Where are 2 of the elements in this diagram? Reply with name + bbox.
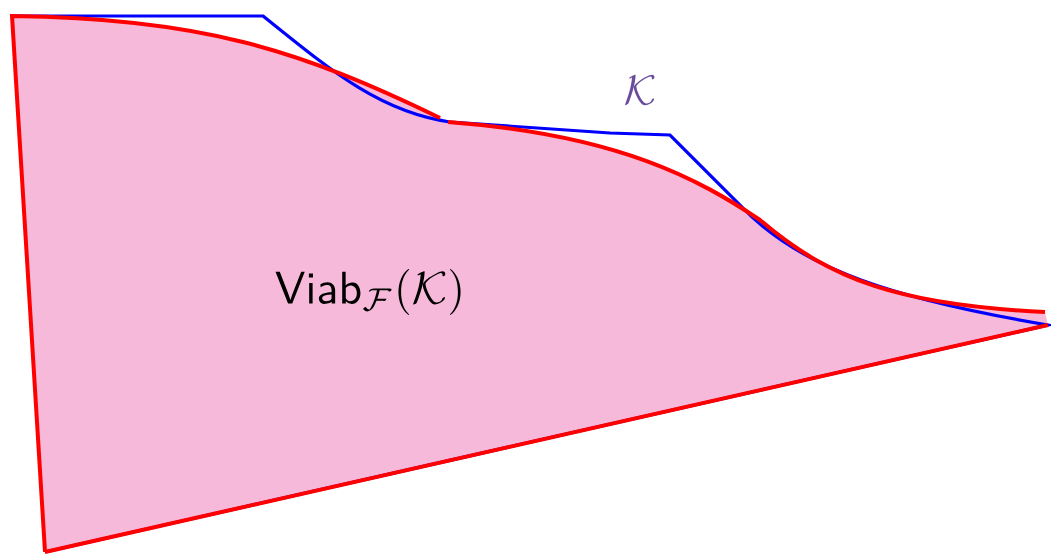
set-label: $\mathcal{K}$: [625, 74, 655, 106]
region-label: ${\mathsf{Viab}}_{\mathcal{F}}{(\mathcal{K})}$: [275, 269, 461, 315]
